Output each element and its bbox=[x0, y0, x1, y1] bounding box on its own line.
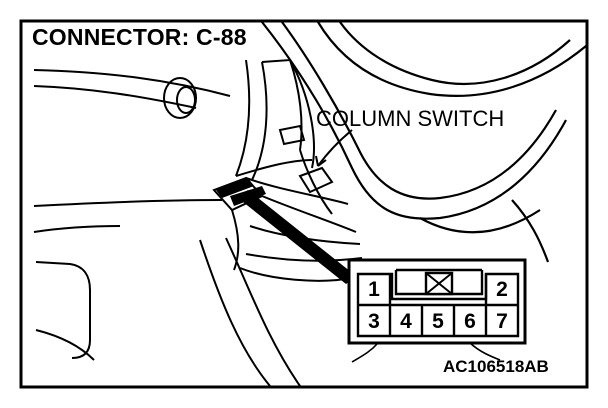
dashboard-lines bbox=[33, 69, 301, 387]
pin-5: 5 bbox=[432, 310, 444, 333]
reference-code: AC106518AB bbox=[443, 357, 549, 376]
pin-3: 3 bbox=[368, 310, 380, 333]
connector-title: CONNECTOR: C-88 bbox=[32, 24, 247, 50]
pin-2: 2 bbox=[496, 278, 508, 301]
column-switch-leader bbox=[317, 129, 353, 167]
pin-4: 4 bbox=[400, 310, 412, 333]
crossed-box-icon bbox=[424, 271, 454, 296]
pin-7: 7 bbox=[496, 310, 508, 333]
column-shroud bbox=[212, 58, 363, 282]
figure-frame bbox=[19, 19, 589, 389]
column-switch-label: COLUMN SWITCH bbox=[316, 106, 505, 131]
callout-pointer bbox=[238, 190, 356, 284]
steering-wheel-outline bbox=[261, 21, 587, 263]
connector-face-detail bbox=[347, 258, 527, 363]
pin-6: 6 bbox=[464, 310, 476, 333]
pin-1: 1 bbox=[368, 278, 380, 301]
